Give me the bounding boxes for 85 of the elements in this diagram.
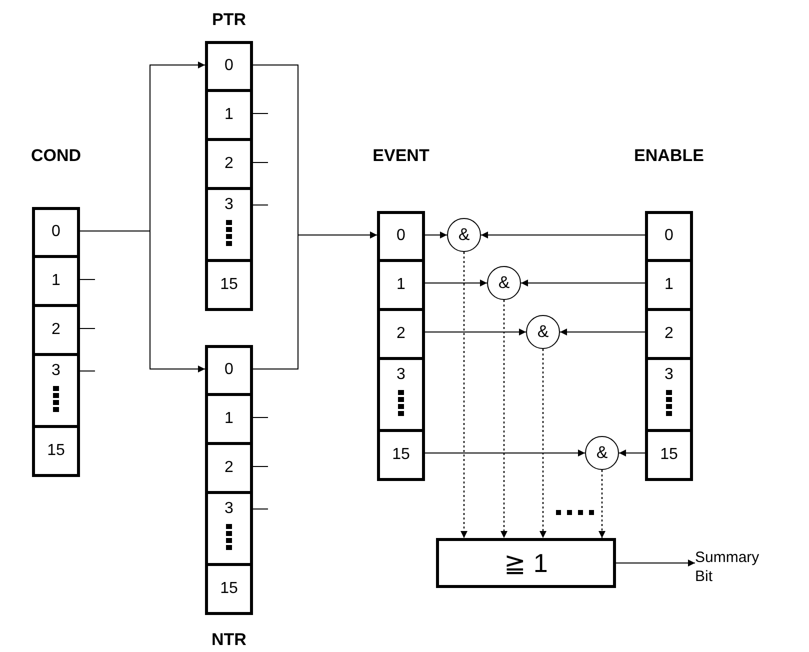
- stub-line: [252, 417, 268, 418]
- bit-cell: [377, 259, 425, 311]
- register-label: NTR: [210, 630, 248, 650]
- bit-cell: [377, 211, 425, 262]
- and-gate: &: [526, 315, 560, 349]
- bit-cell: [205, 89, 253, 141]
- bit-number: 2: [224, 458, 234, 476]
- bit-cell: [377, 308, 425, 360]
- bit-cell: [205, 259, 253, 311]
- bit-cell: [32, 353, 80, 428]
- dotted-arrow: [540, 349, 546, 538]
- arrow: [618, 450, 646, 456]
- arrow: [424, 232, 448, 238]
- bit-number: 15: [46, 442, 66, 460]
- stub-line: [252, 113, 268, 114]
- arrow: [480, 232, 646, 238]
- and-gate: &: [487, 266, 521, 300]
- stub-line: [252, 162, 268, 163]
- bit-cell: [205, 41, 253, 92]
- bit-cell: [205, 187, 253, 262]
- stub-line: [252, 466, 268, 467]
- bit-cell: [32, 255, 80, 307]
- bit-number: 3: [396, 366, 406, 384]
- output-label: Summary Bit: [695, 548, 765, 586]
- bit-cell: [645, 357, 693, 432]
- register-label: EVENT: [372, 146, 430, 166]
- register-label: PTR: [211, 10, 247, 30]
- bit-cell: [205, 345, 253, 396]
- bit-cell: [205, 491, 253, 566]
- bit-cell: [32, 425, 80, 477]
- bit-number: 15: [219, 580, 239, 598]
- bit-cell: [377, 357, 425, 432]
- bit-number: 3: [224, 500, 234, 518]
- arrow: [424, 328, 526, 336]
- bit-number: 1: [224, 106, 234, 124]
- dotted-arrow: [598, 470, 606, 538]
- arrow: [80, 230, 206, 372]
- bit-cell: [205, 442, 253, 494]
- dotted-arrow: [460, 252, 468, 538]
- stub-line: [80, 370, 96, 372]
- bit-number: 0: [224, 57, 234, 75]
- stub-line: [252, 508, 268, 510]
- bit-number: 1: [664, 276, 674, 294]
- bit-number: 0: [224, 361, 234, 379]
- bit-number: 2: [224, 154, 234, 172]
- bit-number: 15: [659, 446, 679, 464]
- bit-number: 15: [391, 446, 411, 464]
- and-gate: &: [585, 436, 619, 470]
- bit-number: 0: [50, 223, 62, 241]
- bit-number: 1: [396, 276, 406, 294]
- stub-line: [80, 328, 96, 329]
- bit-cell: [32, 207, 80, 258]
- bit-number: 2: [50, 320, 62, 338]
- bit-cell: [645, 429, 693, 481]
- arrow: [560, 328, 646, 336]
- bit-number: 1: [224, 410, 234, 428]
- bit-cell: [32, 304, 80, 356]
- bit-cell: [205, 563, 253, 615]
- bit-number: 3: [664, 366, 674, 384]
- bit-cell: [205, 393, 253, 445]
- bit-cell: [645, 211, 693, 262]
- bit-cell: [645, 308, 693, 360]
- bit-cell: [205, 138, 253, 190]
- dotted-arrow: [500, 300, 508, 538]
- arrow: [520, 280, 646, 286]
- bit-number: 1: [50, 272, 62, 290]
- stub-line: [252, 204, 268, 206]
- bit-number: 3: [50, 362, 62, 380]
- bit-cell: [645, 259, 693, 311]
- bit-number: 2: [396, 324, 406, 342]
- register-label: COND: [30, 146, 82, 166]
- arrow: [616, 560, 696, 566]
- register-label: ENABLE: [633, 146, 705, 166]
- bit-number: 0: [396, 227, 406, 245]
- and-gate: &: [447, 218, 481, 252]
- bit-number: 3: [224, 196, 234, 214]
- arrow: [424, 280, 488, 286]
- stub-line: [80, 279, 96, 280]
- or-gate: ≧ 1: [436, 538, 616, 588]
- bit-number: 0: [664, 227, 674, 245]
- bit-number: 15: [219, 276, 239, 294]
- bit-number: 2: [664, 324, 674, 342]
- arrow: [424, 450, 586, 456]
- arrow: [252, 232, 378, 370]
- bit-cell: [377, 429, 425, 481]
